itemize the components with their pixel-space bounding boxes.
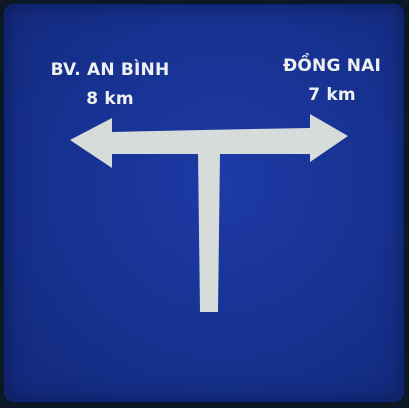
t-junction-arrow-icon (70, 114, 348, 312)
left-destination-distance: 8 km (86, 89, 134, 109)
right-arrow-icon (202, 114, 348, 162)
left-destination-name: BV. AN BÌNH (50, 60, 170, 80)
road-sign: BV. AN BÌNH 8 km ĐỒNG NAI 7 km (4, 4, 404, 402)
left-arrow-icon (70, 118, 204, 168)
right-destination-name: ĐỒNG NAI (282, 56, 382, 76)
stem-bar (198, 152, 220, 312)
right-destination-distance: 7 km (308, 85, 356, 105)
